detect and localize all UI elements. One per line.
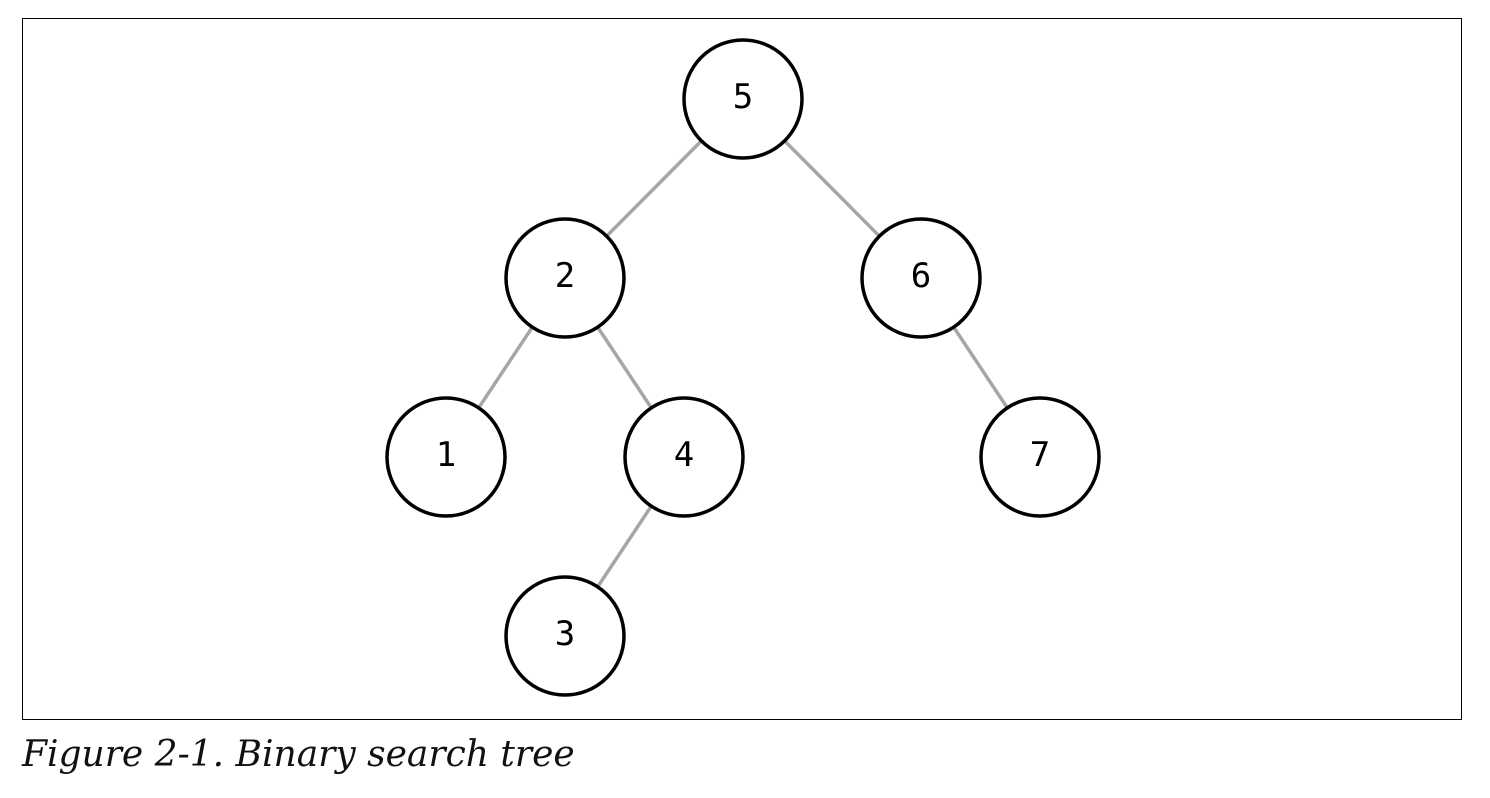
- nodes-layer: 5 2 6 1 4 7 3: [385, 38, 1101, 697]
- tree-node-circle: [504, 575, 626, 697]
- tree-node-5: 5: [682, 38, 804, 160]
- figure-caption: Figure 2-1. Binary search tree: [22, 734, 575, 775]
- tree-node-circle: [979, 396, 1101, 518]
- tree-node-circle: [504, 217, 626, 339]
- tree-node-label: 2: [555, 256, 575, 296]
- tree-node-circle: [860, 217, 982, 339]
- tree-node-6: 6: [860, 217, 982, 339]
- tree-node-7: 7: [979, 396, 1101, 518]
- tree-node-circle: [385, 396, 507, 518]
- tree-node-3: 3: [504, 575, 626, 697]
- tree-node-label: 7: [1030, 435, 1050, 475]
- tree-node-label: 6: [911, 256, 931, 296]
- edges-layer: [444, 97, 1042, 637]
- tree-node-label: 1: [436, 435, 456, 475]
- tree-node-label: 3: [555, 614, 575, 654]
- binary-search-tree-diagram: 5 2 6 1 4 7 3: [385, 38, 1101, 697]
- tree-node-circle: [623, 396, 745, 518]
- tree-node-label: 5: [733, 77, 753, 117]
- tree-node-circle: [682, 38, 804, 160]
- tree-node-4: 4: [623, 396, 745, 518]
- tree-node-1: 1: [385, 396, 507, 518]
- tree-node-2: 2: [504, 217, 626, 339]
- figure-frame: 5 2 6 1 4 7 3: [22, 18, 1462, 720]
- tree-node-label: 4: [674, 435, 694, 475]
